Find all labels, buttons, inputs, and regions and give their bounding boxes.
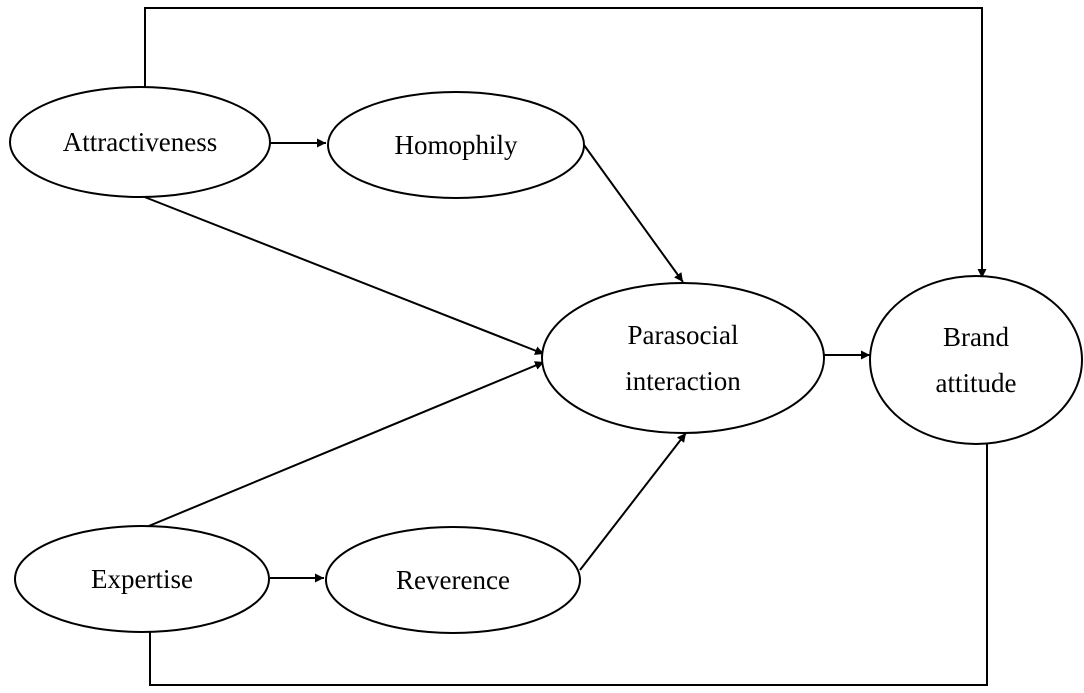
arrow-attractiveness-to-parasocial	[141, 195, 545, 355]
node-parasocial: Parasocial interaction	[541, 282, 825, 434]
node-attractiveness-ellipse	[9, 86, 271, 198]
arrow-expertise-to-parasocial	[143, 361, 545, 529]
node-reverence: Reverence	[325, 526, 581, 634]
node-homophily-ellipse	[327, 91, 585, 199]
arrow-expertise-to-brand	[149, 431, 992, 686]
node-reverence-label: Reverence	[396, 565, 510, 595]
node-brand-label: attitude	[936, 368, 1017, 398]
arrow-attractiveness-to-brand	[144, 7, 987, 278]
edges	[141, 7, 992, 686]
node-expertise-ellipse	[14, 525, 270, 633]
node-parasocial-ellipse	[541, 282, 825, 434]
node-homophily-label: Homophily	[394, 130, 518, 160]
node-parasocial-label: interaction	[625, 366, 741, 396]
node-reverence-ellipse	[325, 526, 581, 634]
node-homophily: Homophily	[327, 91, 585, 199]
node-attractiveness: Attractiveness	[9, 86, 271, 198]
node-brand: Brand attitude	[869, 275, 1083, 445]
arrow-reverence-to-parasocial	[579, 432, 687, 571]
node-attractiveness-label: Attractiveness	[63, 127, 217, 157]
node-brand-ellipse	[869, 275, 1083, 445]
node-expertise-label: Expertise	[91, 564, 193, 594]
arrow-homophily-to-parasocial	[583, 144, 684, 283]
node-parasocial-label: Parasocial	[628, 320, 739, 350]
node-expertise: Expertise	[14, 525, 270, 633]
node-brand-label: Brand	[943, 322, 1009, 352]
